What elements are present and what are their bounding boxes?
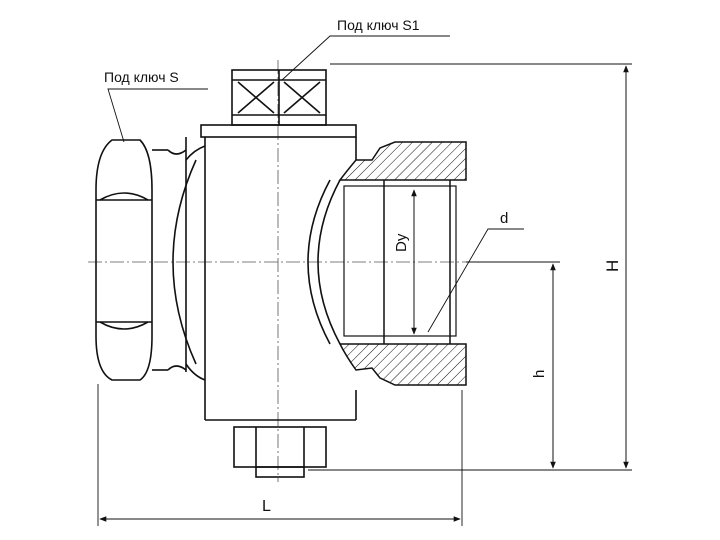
center-lines: [88, 60, 490, 482]
leader-lines: [107, 35, 524, 333]
label-d: d: [500, 210, 508, 227]
left-hex-nut: [95, 139, 187, 381]
bottom-plug: [233, 426, 327, 478]
extension-lines: [97, 63, 632, 526]
dimension-lines: [99, 65, 629, 522]
label-dy: Dy: [393, 233, 410, 252]
label-key-s1: Под ключ S1: [337, 17, 420, 33]
top-square-cap: [231, 69, 327, 126]
label-length: L: [262, 498, 271, 515]
valve-body: [172, 124, 357, 421]
label-key-s: Под ключ S: [104, 69, 179, 85]
right-port-section: [338, 141, 467, 386]
label-h-small: h: [531, 370, 548, 378]
label-h-big: H: [603, 260, 622, 272]
